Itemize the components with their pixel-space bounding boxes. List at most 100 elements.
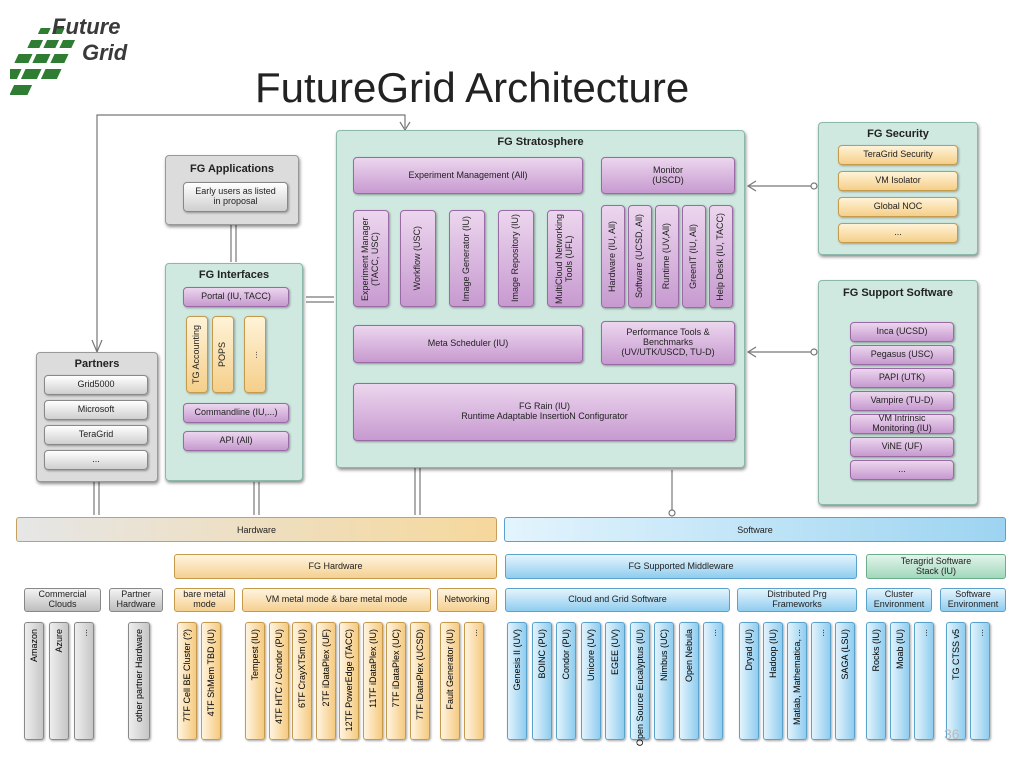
partner-item: TeraGrid — [44, 425, 148, 445]
vm-metal-column: 12TF PowerEdge (TACC) — [339, 622, 359, 740]
monitor-item: Hardware (IU, All) — [601, 205, 625, 308]
applications-title: FG Applications — [190, 163, 274, 175]
monitor-item-label: Help Desk (IU, TACC) — [715, 212, 726, 301]
commercial-cloud-column-label: ... — [79, 629, 89, 637]
stratosphere-tool-label: Workflow (USC) — [412, 226, 423, 291]
vm-metal-column-label: 12TF PowerEdge (TACC) — [344, 629, 354, 732]
vm-metal-column: 6TF CrayXT5m (IU) — [292, 622, 312, 740]
cluster-environment-column: ... — [914, 622, 934, 740]
cloud-grid-column: ... — [703, 622, 723, 740]
page-number: 36 — [944, 726, 960, 742]
cluster-environment-column-label: Moab (IU) — [895, 629, 905, 670]
partner-hardware-column-label: other partner Hardware — [134, 629, 144, 723]
vm-metal-column: 7TF iDataPlex (UCSD) — [409, 622, 430, 740]
networking-column: ... — [464, 622, 484, 740]
logo-text-grid: Grid — [82, 40, 128, 65]
stratosphere-title: FG Stratosphere — [497, 136, 584, 148]
bare-metal-header: bare metal mode — [174, 588, 235, 612]
cluster-environment-header: Cluster Environment — [866, 588, 932, 612]
fg-rain-box: FG Rain (IU) Runtime Adaptable InsertioN… — [353, 383, 736, 441]
interface-tool-label: POPS — [217, 341, 228, 367]
stratosphere-tool-label: Image Repository (IU) — [510, 214, 521, 303]
interface-tool-label: ... — [249, 350, 260, 359]
cluster-environment-column-label: Rocks (IU) — [871, 629, 881, 672]
software-environment-column: TG CTSS v5 — [946, 622, 966, 740]
distributed-framework-column: SAGA (LSU) — [835, 622, 855, 740]
stratosphere-tool: Image Generator (IU) — [449, 210, 485, 307]
networking-column-label: ... — [469, 629, 479, 637]
cloud-grid-column-label: Open Source Eucalyptus (IU) — [634, 629, 645, 747]
commandline-box: Commandline (IU,...) — [183, 403, 289, 423]
partners-to-stratosphere-line — [96, 114, 406, 352]
cluster-environment-column: Rocks (IU) — [866, 622, 886, 740]
vm-metal-header: VM metal mode & bare metal mode — [242, 588, 431, 612]
distributed-framework-column: Dryad (IU) — [739, 622, 759, 740]
interfaces-title: FG Interfaces — [198, 269, 270, 281]
cluster-environment-column: Moab (IU) — [890, 622, 910, 740]
stratosphere-tool: Experiment Manager (TACC, USC) — [353, 210, 389, 307]
cloud-grid-column: Condor (PU) — [556, 622, 576, 740]
monitor-item: Software (UCSD, All) — [628, 205, 652, 308]
fg-supported-middleware-bar: FG Supported Middleware — [505, 554, 857, 579]
vm-metal-column: 2TF iDataPlex (UF) — [315, 622, 336, 740]
interface-tool-label: TG Accounting — [191, 324, 202, 385]
portal-box: Portal (IU, TACC) — [183, 287, 289, 307]
distributed-framework-column: Hadoop (IU) — [763, 622, 783, 740]
security-item: VM Isolator — [838, 171, 958, 191]
support-item: VM Intrinsic Monitoring (IU) — [850, 413, 954, 434]
commercial-cloud-column: ... — [74, 622, 94, 740]
software-environment-column: ... — [970, 622, 990, 740]
vm-metal-column-label: 2TF iDataPlex (UF) — [320, 629, 331, 707]
stratosphere-tool-label: Image Generator (IU) — [461, 215, 472, 302]
interface-tool: POPS — [212, 316, 234, 393]
support-item: ... — [850, 460, 954, 480]
commercial-cloud-column-label: Amazon — [29, 629, 39, 663]
support-item: PAPI (UTK) — [850, 368, 954, 388]
cloud-grid-column: Genesis II (UV) — [507, 622, 527, 740]
support-item: Vampire (TU-D) — [850, 391, 954, 411]
vm-metal-column: 4TF HTC / Condor (PU) — [268, 622, 289, 740]
monitor-item: GreenIT (IU, All) — [682, 205, 706, 308]
distributed-framework-column-label: SAGA (LSU) — [840, 629, 850, 680]
distributed-framework-column-label: ... — [816, 629, 826, 637]
software-bar: Software — [504, 517, 1006, 542]
networking-column: Fault Generator (IU) — [440, 622, 460, 740]
interface-tool: ... — [244, 316, 266, 393]
vm-metal-column: 11TF iDataPlex (IU) — [362, 622, 383, 740]
cloud-grid-column: Open Nebula — [678, 622, 699, 740]
cloud-grid-column-label: Genesis II (UV) — [512, 629, 522, 691]
support-item: ViNE (UF) — [850, 437, 954, 457]
vm-metal-column-label: 6TF CrayXT5m (IU) — [297, 629, 307, 709]
vm-metal-column-label: 7TF iDataPlex (UC) — [391, 629, 401, 708]
vm-metal-column: Tempest (IU) — [245, 622, 265, 740]
distributed-framework-column-label: Dryad (IU) — [744, 629, 754, 671]
cloud-grid-column-label: Nimbus (UC) — [659, 629, 669, 682]
networking-header: Networking — [437, 588, 497, 612]
monitor-item-label: Runtime (UV,All) — [661, 223, 672, 290]
bare-metal-column: 4TF ShMem TBD (IU) — [201, 622, 221, 740]
security-item: Global NOC — [838, 197, 958, 217]
stratosphere-tool-label: MultiCloud Networking Tools (UFL) — [554, 213, 574, 304]
cloud-grid-column-label: Unicore (UV) — [585, 629, 596, 682]
monitor-item-label: Hardware (IU, All) — [607, 220, 618, 292]
cloud-grid-column-label: ... — [708, 629, 718, 637]
support-item: Inca (UCSD) — [850, 322, 954, 342]
grid-logo-icon — [10, 28, 76, 95]
commercial-cloud-column-label: Azure — [54, 629, 64, 653]
networking-column-label: Fault Generator (IU) — [445, 629, 455, 710]
cloud-grid-column: BOINC (PU) — [531, 622, 552, 740]
hardware-bar: Hardware — [16, 517, 497, 542]
experiment-management-box: Experiment Management (All) — [353, 157, 583, 194]
distributed-framework-column-label: Hadoop (IU) — [768, 629, 778, 679]
cloud-grid-column: Unicore (UV) — [580, 622, 601, 740]
vm-metal-column-label: Tempest (IU) — [250, 629, 260, 681]
partner-hardware-header: Partner Hardware — [109, 588, 163, 612]
stratosphere-tool: Image Repository (IU) — [498, 210, 534, 307]
vm-metal-column-label: 11TF iDataPlex (IU) — [367, 629, 378, 708]
api-box: API (All) — [183, 431, 289, 451]
monitor-item-label: GreenIT (IU, All) — [688, 224, 699, 289]
bare-metal-column-label: 4TF ShMem TBD (IU) — [206, 629, 216, 717]
bare-metal-column-label: 7TF Cell BE Cluster (?) — [182, 629, 192, 723]
stratosphere-tool: Workflow (USC) — [400, 210, 436, 307]
